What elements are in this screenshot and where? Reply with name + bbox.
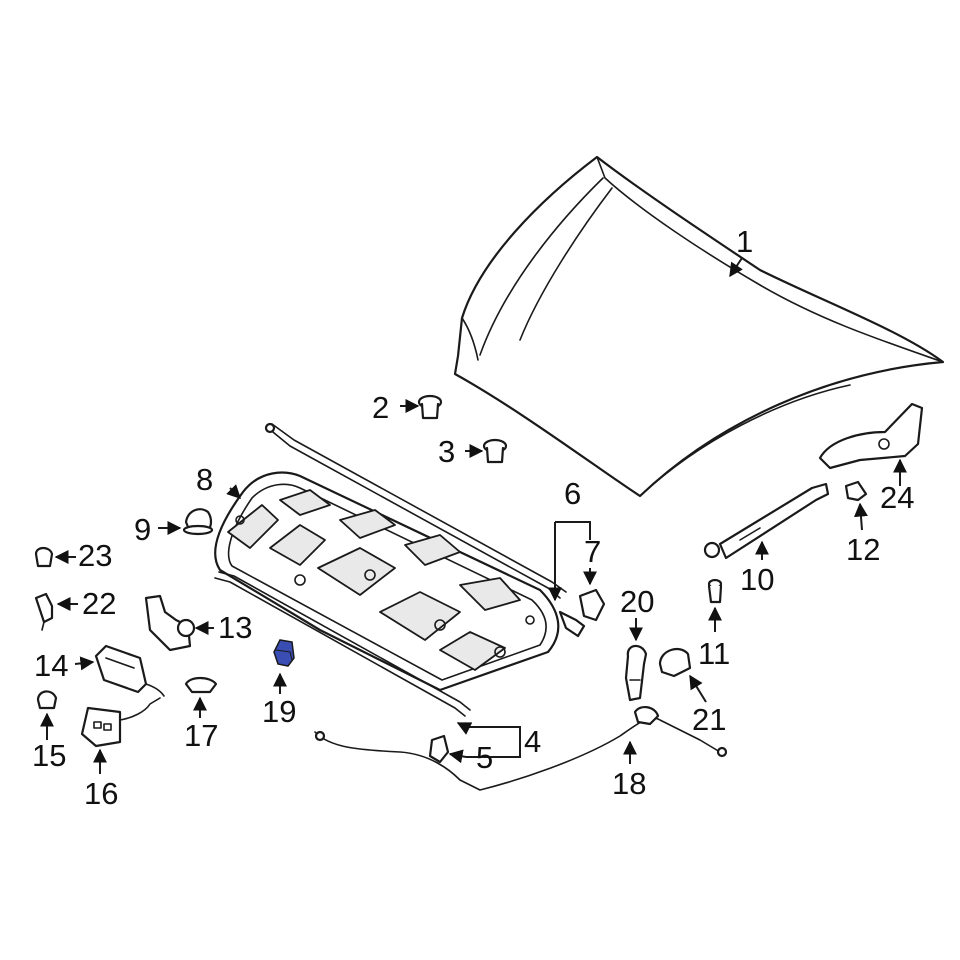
cable-clip[interactable]: [184, 676, 218, 694]
callout-23: 23: [78, 538, 112, 573]
hood-prop-rod[interactable]: [558, 610, 586, 638]
callout-16: 16: [84, 776, 118, 811]
leader-lines: [40, 257, 907, 774]
callout-19: 19: [262, 694, 296, 729]
hood-bumper-lower[interactable]: [482, 438, 508, 464]
callout-10: 10: [740, 562, 774, 597]
callout-12: 12: [846, 532, 880, 567]
hood-switch[interactable]: [80, 697, 161, 748]
callout-6: 6: [564, 476, 581, 511]
callout-7: 7: [584, 534, 601, 569]
seal-clip[interactable]: [428, 734, 450, 764]
cable-grommet[interactable]: [658, 647, 692, 678]
callout-4: 4: [524, 724, 541, 759]
hood-seal[interactable]: [214, 571, 471, 717]
release-handle[interactable]: [624, 644, 648, 702]
callout-2: 2: [372, 390, 389, 425]
callout-labels: 1 2 3 4 5 6 7 8 9 10 11 12 13 14 15 16 1…: [32, 224, 914, 811]
hood-lock[interactable]: [94, 644, 165, 697]
callout-1: 1: [736, 224, 753, 259]
callout-8: 8: [196, 462, 213, 497]
ball-stud[interactable]: [707, 578, 723, 604]
callout-18: 18: [612, 766, 646, 801]
hood-insulator[interactable]: [214, 471, 560, 692]
release-cable[interactable]: [314, 706, 728, 791]
callout-20: 20: [620, 584, 654, 619]
callout-17: 17: [184, 718, 218, 753]
latch-bumper[interactable]: [36, 690, 58, 710]
callout-21: 21: [692, 702, 726, 737]
hood-hinge[interactable]: [818, 402, 924, 470]
latch-fastener[interactable]: [34, 592, 54, 631]
callout-11: 11: [698, 636, 730, 671]
hood-panel[interactable]: [453, 155, 945, 498]
hood-bumper-small[interactable]: [34, 546, 54, 568]
callout-13: 13: [218, 610, 252, 645]
hood-latch[interactable]: [144, 594, 196, 652]
lift-support-clip[interactable]: [844, 480, 868, 502]
callout-22: 22: [82, 586, 116, 621]
callout-14: 14: [34, 648, 68, 683]
retainer-clip-highlighted[interactable]: [273, 639, 295, 667]
callout-3: 3: [438, 434, 455, 469]
callout-15: 15: [32, 738, 66, 773]
hood-grommet[interactable]: [182, 508, 214, 536]
callout-5: 5: [476, 740, 493, 775]
hood-bumper-upper[interactable]: [417, 394, 443, 420]
callout-9: 9: [134, 512, 151, 547]
hood-lift-support[interactable]: [703, 482, 830, 560]
callout-24: 24: [880, 480, 914, 515]
prop-rod-holder[interactable]: [578, 588, 606, 622]
